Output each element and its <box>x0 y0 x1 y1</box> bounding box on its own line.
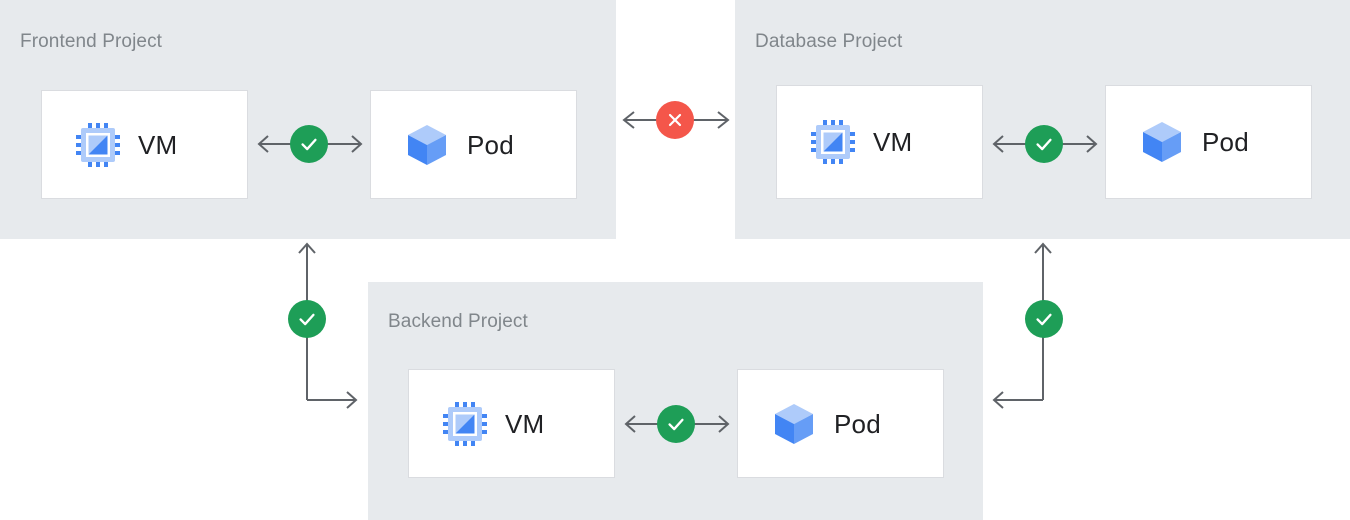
card-backend-pod[interactable]: Pod <box>737 369 944 478</box>
card-label-backend-pod: Pod <box>834 408 881 439</box>
pod-cube-icon <box>403 121 451 169</box>
card-label-backend-vm: VM <box>505 408 545 439</box>
status-badge-database-internal[interactable] <box>1025 125 1063 163</box>
pod-cube-icon <box>1138 118 1186 166</box>
card-label-database-vm: VM <box>873 127 913 157</box>
card-frontend-pod[interactable]: Pod <box>370 90 577 199</box>
card-database-pod[interactable]: Pod <box>1105 85 1312 199</box>
check-circle-icon <box>668 418 684 431</box>
check-circle-icon <box>299 313 315 326</box>
status-badge-backend-to-frontend[interactable] <box>288 300 326 338</box>
status-badge-backend-internal[interactable] <box>657 405 695 443</box>
vm-chip-icon <box>809 118 857 166</box>
pod-cube-icon <box>770 400 818 448</box>
check-circle-icon <box>1036 313 1052 326</box>
check-circle-icon <box>301 138 317 151</box>
panel-title-backend: Backend Project <box>388 311 528 332</box>
vm-chip-icon <box>441 400 489 448</box>
x-circle-icon <box>668 113 682 127</box>
panel-title-frontend: Frontend Project <box>20 31 163 52</box>
card-backend-vm[interactable]: VM <box>408 369 615 478</box>
card-label-frontend-pod: Pod <box>467 129 514 160</box>
card-database-vm[interactable]: VM <box>776 85 983 199</box>
card-label-frontend-vm: VM <box>138 129 178 160</box>
status-badge-backend-to-database[interactable] <box>1025 300 1063 338</box>
check-circle-icon <box>1036 138 1052 151</box>
panel-title-database: Database Project <box>755 31 903 52</box>
card-frontend-vm[interactable]: VM <box>41 90 248 199</box>
status-badge-frontend-to-database[interactable] <box>656 101 694 139</box>
card-label-database-pod: Pod <box>1202 127 1249 157</box>
status-badge-frontend-internal[interactable] <box>290 125 328 163</box>
vm-chip-icon <box>74 121 122 169</box>
